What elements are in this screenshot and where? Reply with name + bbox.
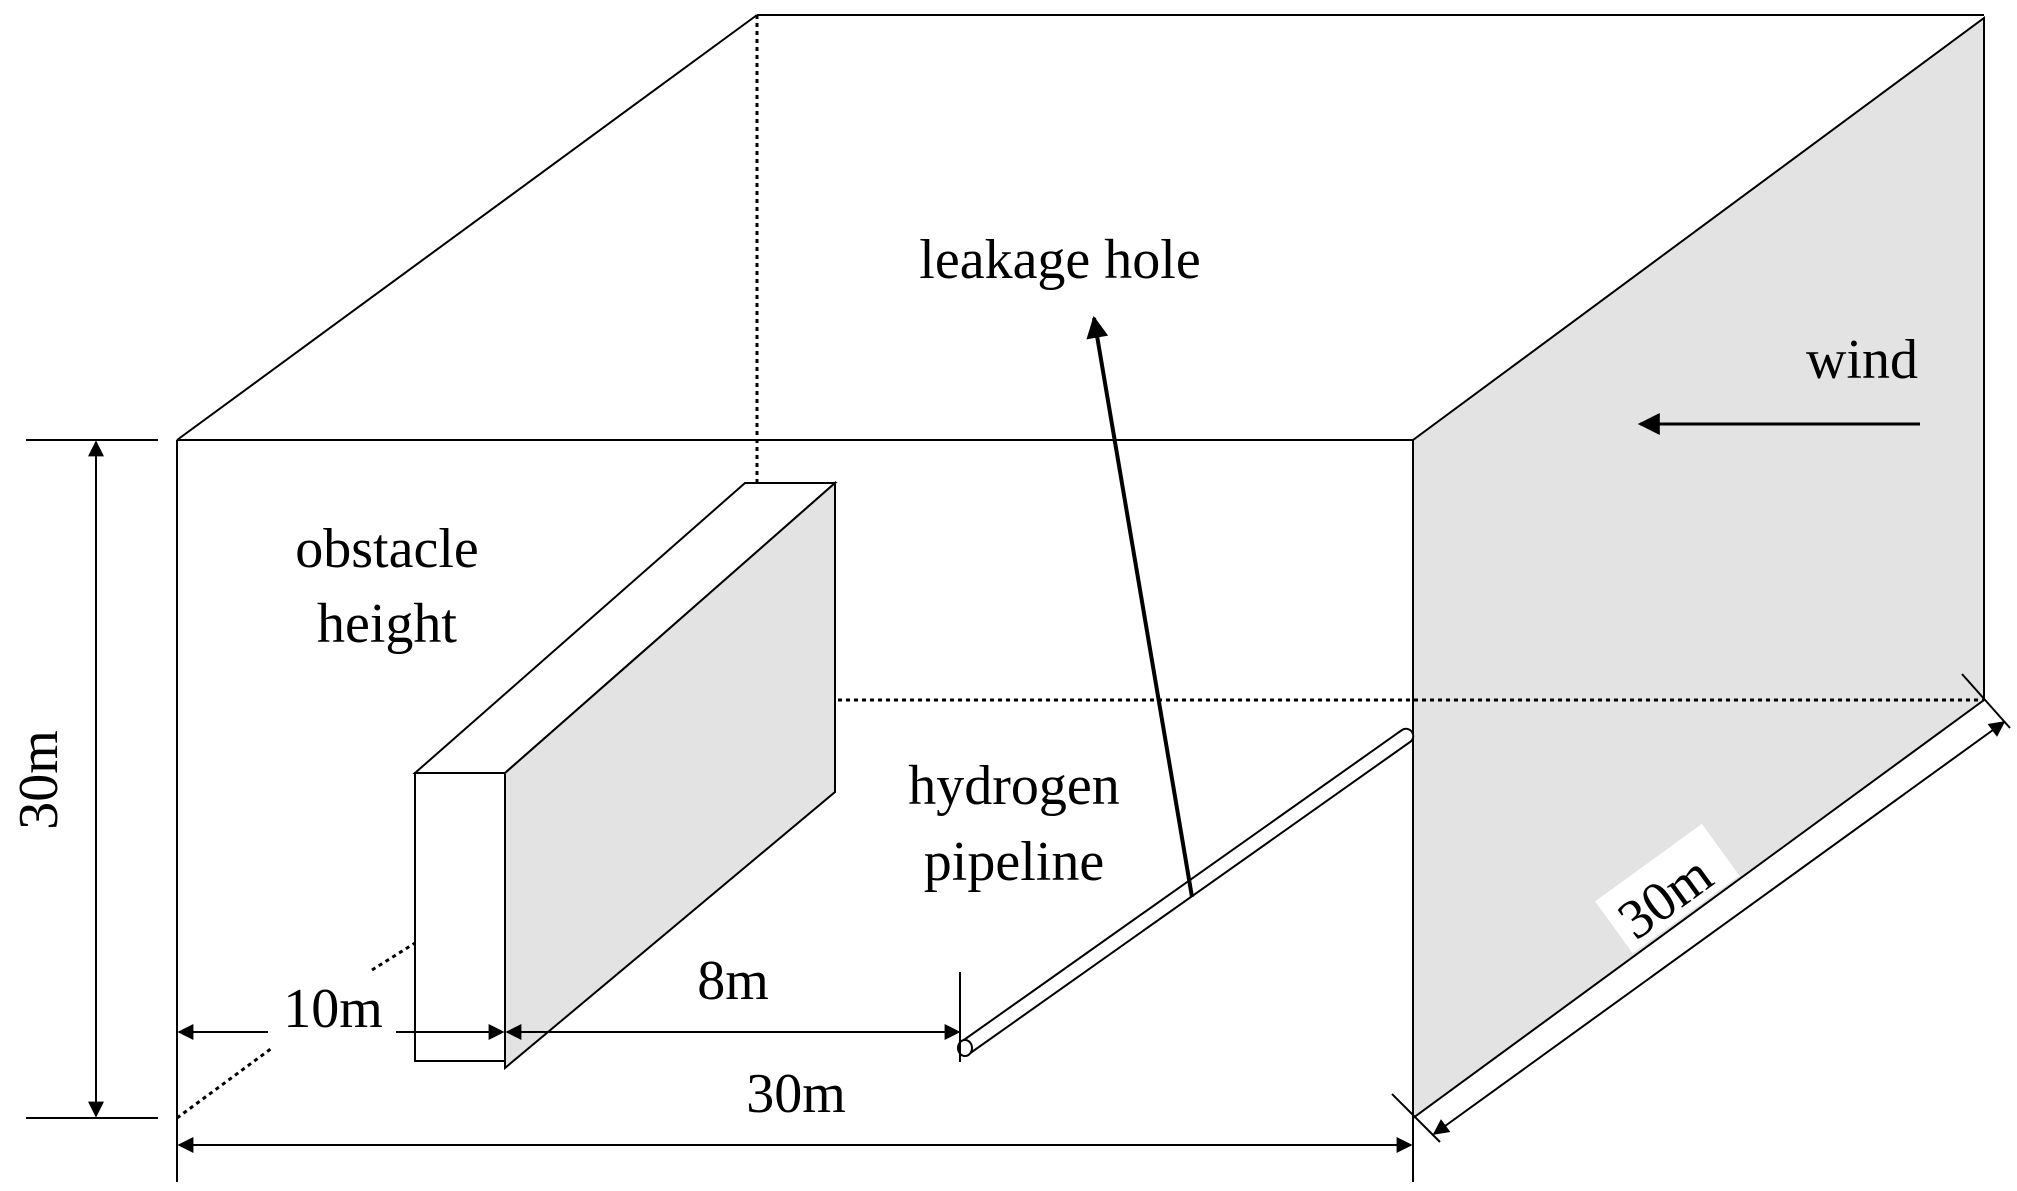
dim-depth: [1391, 673, 2011, 1143]
dim-height: [26, 439, 158, 1119]
leakage-hole-arrow: [1086, 315, 1194, 898]
domain-right-face: [1412, 16, 1985, 1120]
obstacle-height-label-line2: height: [317, 593, 457, 655]
hydrogen-pipeline: [957, 727, 1415, 1057]
hidden-edges: [176, 15, 1984, 1120]
domain-box-edges: [176, 14, 1984, 1182]
dim-obstacle-offset-label: 10m: [283, 978, 383, 1040]
obstacle-height-label-line1: obstacle: [295, 518, 478, 580]
obstacle-front-face: [414, 772, 506, 1062]
hydrogen-pipeline-label-line2: pipeline: [924, 831, 1104, 893]
dim-width-label: 30m: [746, 1063, 846, 1125]
hydrogen-pipeline-label-line1: hydrogen: [908, 755, 1120, 817]
dim-height-label: 30m: [8, 730, 70, 830]
obstacle-block: [412, 480, 838, 1071]
wind-label: wind: [1806, 329, 1918, 391]
dim-gap-label: 8m: [697, 950, 769, 1012]
leakage-hole-label: leakage hole: [919, 229, 1200, 291]
